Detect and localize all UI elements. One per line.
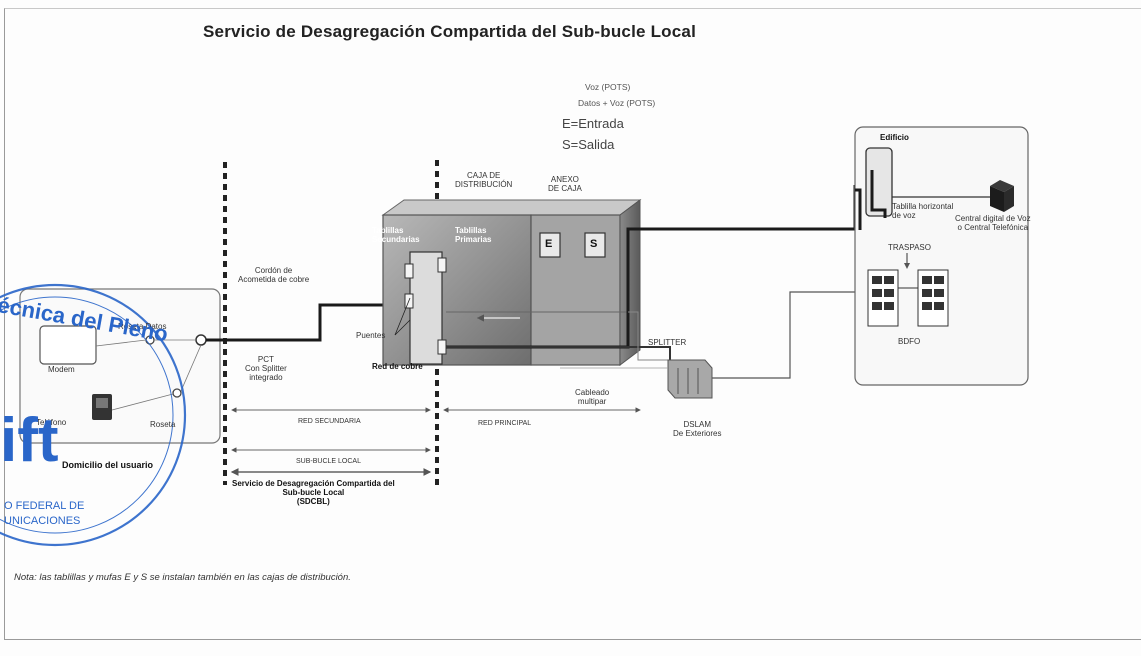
seal-line1: O FEDERAL DE [4,500,85,512]
traspaso-label: TRASPASO [888,243,931,252]
sheet-border [4,8,1141,640]
red-secundaria-label: RED SECUNDARIA [298,418,361,425]
diagram-title: Servicio de Desagregación Compartida del… [203,22,696,41]
footnote: Nota: las tablillas y mufas E y S se ins… [14,572,351,583]
roseta-socket [172,388,182,398]
splitter-label: SPLITTER [648,338,687,347]
central-digital-label: Central digital de Voz o Central Telefón… [955,214,1031,233]
edificio-label: Edificio [880,133,909,142]
e-box [539,232,561,258]
red-cobre-label: Red de cobre [372,362,423,371]
roseta-datos-label: Roseta Datos [118,322,167,331]
bdfo-module-left [867,269,899,327]
official-seal [0,283,187,547]
legend-datos-voz: Datos + Voz (POTS) [578,98,656,108]
central-switch-icon [990,180,1014,212]
tablillas-secundarias-label: Tablillas Secundarias [372,226,420,245]
drop-cable [206,303,408,342]
red-principal-label: RED PRINCIPAL [478,420,532,427]
modem-label: Modem [48,365,75,374]
roseta-label: Roseta [150,420,176,429]
e-box-label: E [545,238,553,250]
distribution-box [382,214,532,366]
cordon-label: Cordón de Acometida de cobre [238,266,310,285]
bdfo-module-right [917,269,949,327]
domicilio-label: Domicilio del usuario [62,460,154,470]
legend-entrada: E=Entrada [562,116,624,131]
tablilla-horizontal-label: Tablilla horizontal de voz [892,202,954,221]
legend-voz: Voz (POTS) [585,82,631,92]
seal-line2: UNICACIONES [4,515,81,527]
caja-distribucion-label: CAJA DE DISTRIBUCIÓN [455,171,513,190]
cabinet-top [381,199,642,216]
dslam-uplink [712,291,880,379]
s-box-label: S [590,238,598,250]
pct-socket [195,334,207,346]
cableado-label: Cableado multipar [575,388,610,407]
tablillas-strip [409,251,443,365]
dslam-device [667,359,713,399]
tablillas-primarias-label: Tablillas Primarias [455,226,492,245]
dslam-label: DSLAM De Exteriores [673,420,722,439]
legend-salida: S=Salida [562,137,615,152]
sub-bucle-label: SUB-BUCLE LOCAL [296,458,361,465]
pct-label: PCT Con Splitter integrado [245,355,287,383]
bdfo-label: BDFO [898,337,921,346]
telefono-label: Teléfono [36,418,67,427]
telephone-icon [92,394,112,420]
voice-panel [865,147,893,217]
anexo-caja-label: ANEXO DE CAJA [548,175,582,194]
modem-device [39,325,97,365]
sdcbl-label: Servicio de Desagregación Compartida del… [232,479,395,507]
s-box [584,232,606,258]
puentes-label: Puentes [356,331,386,340]
seal-logo: ift [0,406,59,475]
cabinet-side [619,199,641,366]
